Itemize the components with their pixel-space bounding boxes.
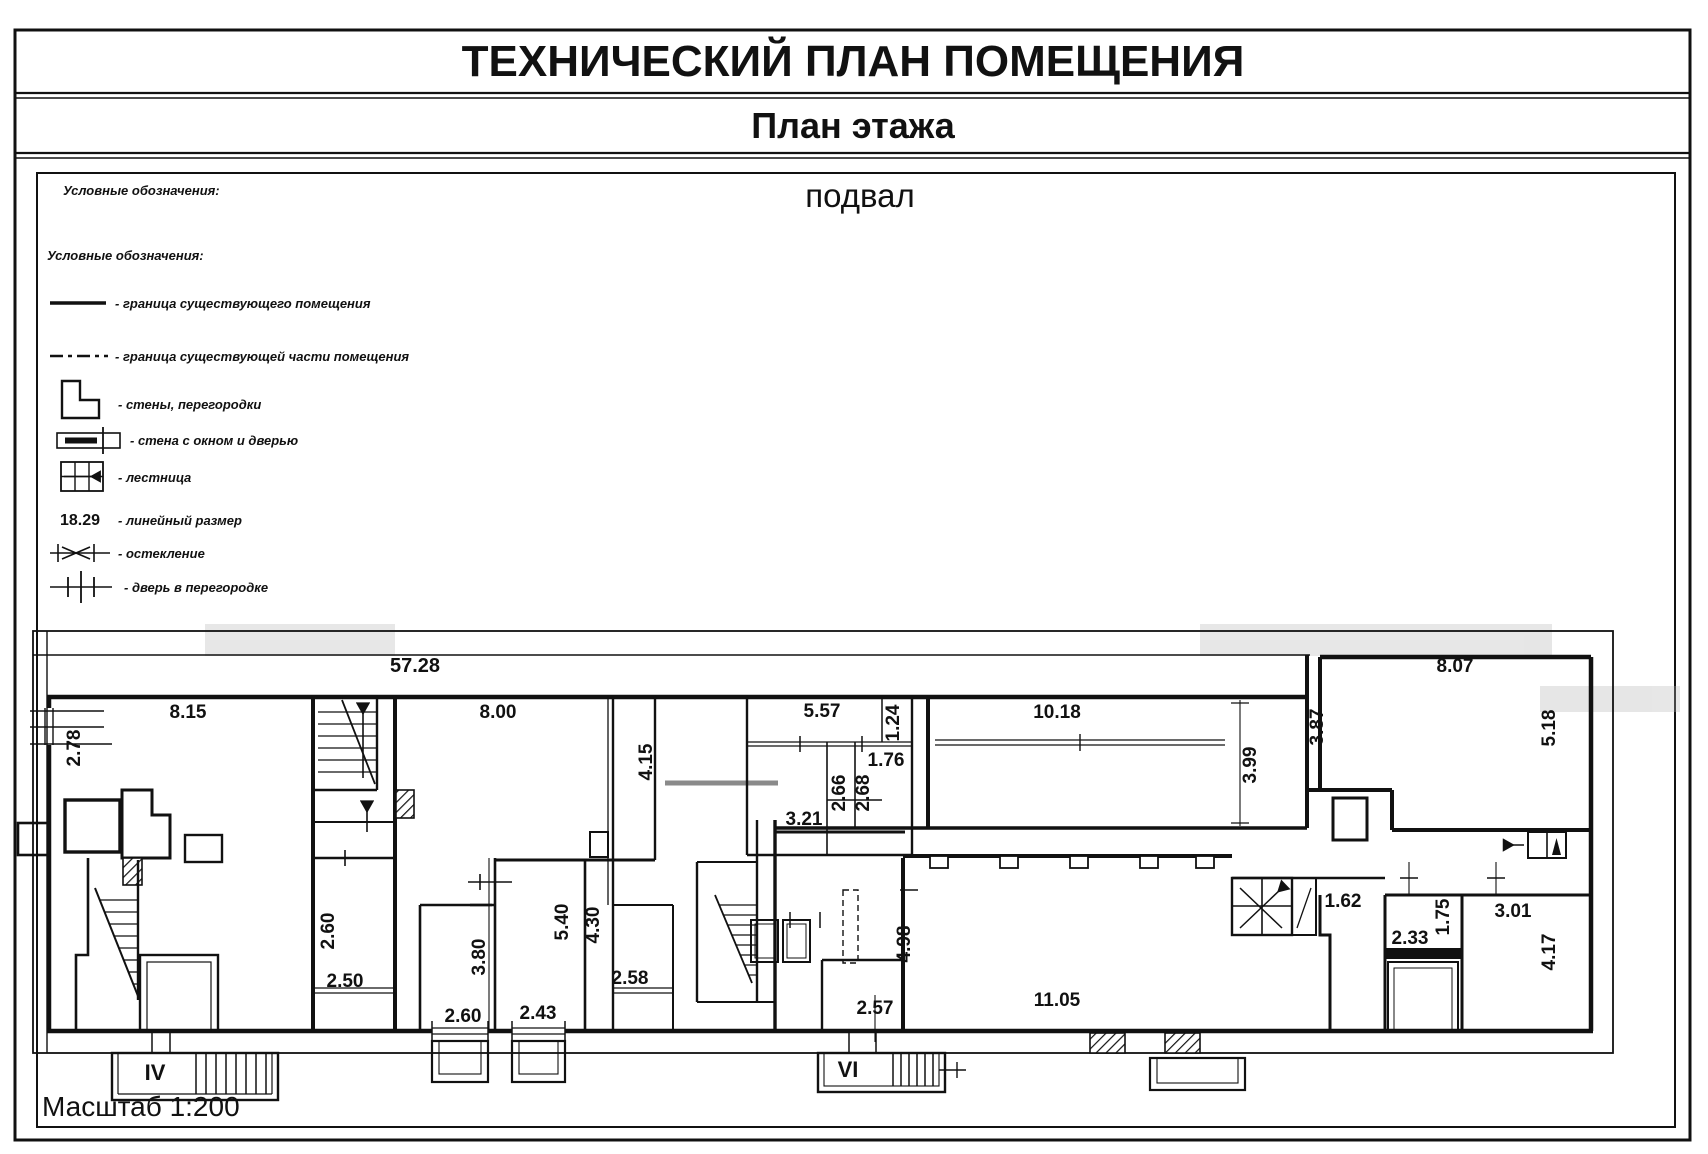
dim-label: 3.80 bbox=[469, 939, 490, 976]
central-stair-block bbox=[311, 697, 415, 1031]
svg-text:- стены, перегородки: - стены, перегородки bbox=[118, 397, 261, 412]
dimension-labels: 57.28 8.15 2.78 8.00 4.15 5.57 1.24 1.76… bbox=[64, 655, 1560, 1085]
legend-heading-top: Условные обозначения: bbox=[63, 183, 220, 198]
svg-text:- граница существующей части п: - граница существующей части помещения bbox=[115, 349, 409, 364]
rooms-540-430-380 bbox=[418, 831, 655, 1031]
legend-item-door-in-partition: - дверь в перегородке bbox=[50, 571, 268, 603]
dim-label: 2.60 bbox=[445, 1006, 482, 1027]
room-557-block bbox=[745, 697, 914, 857]
document-header: ТЕХНИЧЕСКИЙ ПЛАН ПОМЕЩЕНИЯ План этажа по… bbox=[462, 35, 1245, 214]
dim-label: 2.50 bbox=[327, 971, 364, 992]
dim-label: 8.07 bbox=[1437, 656, 1474, 677]
dim-label: 2.66 bbox=[829, 775, 850, 812]
stair-label-iv: IV bbox=[145, 1060, 166, 1085]
dimension-sample: 18.29 bbox=[60, 512, 100, 529]
dim-label: 11.05 bbox=[1034, 990, 1081, 1011]
dim-label: 57.28 bbox=[390, 655, 440, 677]
dim-label: 2.68 bbox=[853, 775, 874, 812]
dim-label: 2.58 bbox=[612, 968, 649, 989]
floor-plan: 57.28 8.15 2.78 8.00 4.15 5.57 1.24 1.76… bbox=[16, 630, 1614, 1102]
dim-label: 2.78 bbox=[64, 730, 85, 767]
legend-item-staircase: - лестница bbox=[60, 461, 191, 492]
dim-label: 3.99 bbox=[1240, 747, 1261, 784]
lift-shaft bbox=[1230, 876, 1385, 937]
dim-label: 1.76 bbox=[868, 750, 905, 771]
dim-label: 1.75 bbox=[1433, 898, 1454, 935]
building-outline bbox=[46, 654, 1594, 1034]
svg-text:- граница существующего помеще: - граница существующего помещения bbox=[115, 296, 371, 311]
dim-label: 2.43 bbox=[520, 1003, 557, 1024]
dim-label: 8.15 bbox=[170, 702, 207, 723]
svg-text:- дверь в перегородке: - дверь в перегородке bbox=[124, 580, 268, 595]
scale-label: Масштаб 1:200 bbox=[42, 1091, 240, 1122]
dim-label: 8.00 bbox=[480, 702, 517, 723]
dim-label: 1.24 bbox=[883, 704, 904, 741]
page-subtitle: План этажа bbox=[751, 105, 956, 146]
dim-label: 3.87 bbox=[1307, 709, 1328, 746]
legend-item-existing-part-boundary: - граница существующей части помещения bbox=[50, 349, 409, 364]
dim-label: 4.17 bbox=[1539, 934, 1560, 971]
floor-name: подвал bbox=[805, 177, 915, 214]
dim-label: 2.60 bbox=[318, 913, 339, 950]
dim-label: 2.57 bbox=[857, 998, 894, 1019]
legend-item-linear-dimension: 18.29 - линейный размер bbox=[60, 512, 242, 529]
porch-vi bbox=[816, 1031, 966, 1094]
dim-label: 4.98 bbox=[894, 926, 915, 963]
page-title: ТЕХНИЧЕСКИЙ ПЛАН ПОМЕЩЕНИЯ bbox=[462, 35, 1245, 86]
dim-label: 2.33 bbox=[1392, 928, 1429, 949]
dim-label: 1.62 bbox=[1325, 891, 1362, 912]
svg-text:- лестница: - лестница bbox=[118, 470, 191, 485]
dim-label: 4.15 bbox=[636, 743, 657, 780]
wall-window-door-icon bbox=[56, 432, 121, 449]
legend-heading: Условные обозначения: bbox=[47, 248, 204, 263]
wall-corner-icon bbox=[60, 379, 101, 420]
dim-label: 5.40 bbox=[552, 904, 573, 941]
legend-item-glazing: - остекление bbox=[50, 544, 205, 562]
dim-label: 10.18 bbox=[1033, 702, 1081, 723]
dim-label: 5.57 bbox=[804, 701, 841, 722]
left-wall-window bbox=[30, 708, 112, 745]
corridor-and-room-258 bbox=[607, 697, 674, 1031]
middle-stair-and-rooms bbox=[665, 780, 905, 1042]
dim-label: 3.01 bbox=[1495, 901, 1532, 922]
legend: Условные обозначения: Условные обозначен… bbox=[47, 183, 409, 603]
dim-label: 3.21 bbox=[786, 809, 823, 830]
vestibule-room bbox=[138, 953, 220, 1053]
room-1105-and-corridor bbox=[900, 854, 1247, 1092]
bottom-windows-and-porches bbox=[110, 1021, 567, 1102]
stair-iv-interior bbox=[94, 860, 140, 1000]
svg-text:- остекление: - остекление bbox=[118, 546, 205, 561]
room-1018 bbox=[775, 697, 1307, 830]
legend-item-wall-window-door: - стена с окном и дверью bbox=[56, 427, 298, 454]
scan-watermark bbox=[205, 624, 1680, 712]
svg-text:- стена с окном и дверью: - стена с окном и дверью bbox=[130, 433, 298, 448]
dim-label: 5.18 bbox=[1539, 710, 1560, 747]
svg-text:- линейный размер: - линейный размер bbox=[118, 513, 242, 528]
page-frame bbox=[13, 28, 1692, 1142]
stair-label-vi: VI bbox=[838, 1057, 859, 1082]
dim-label: 4.30 bbox=[583, 907, 604, 944]
rooms-233-301 bbox=[1318, 862, 1591, 1032]
corridor-end-door bbox=[1502, 831, 1567, 859]
legend-item-existing-premises-boundary: - граница существующего помещения bbox=[50, 296, 371, 311]
room-807-interior bbox=[1331, 796, 1369, 842]
legend-item-walls-partitions: - стены, перегородки bbox=[60, 379, 261, 420]
